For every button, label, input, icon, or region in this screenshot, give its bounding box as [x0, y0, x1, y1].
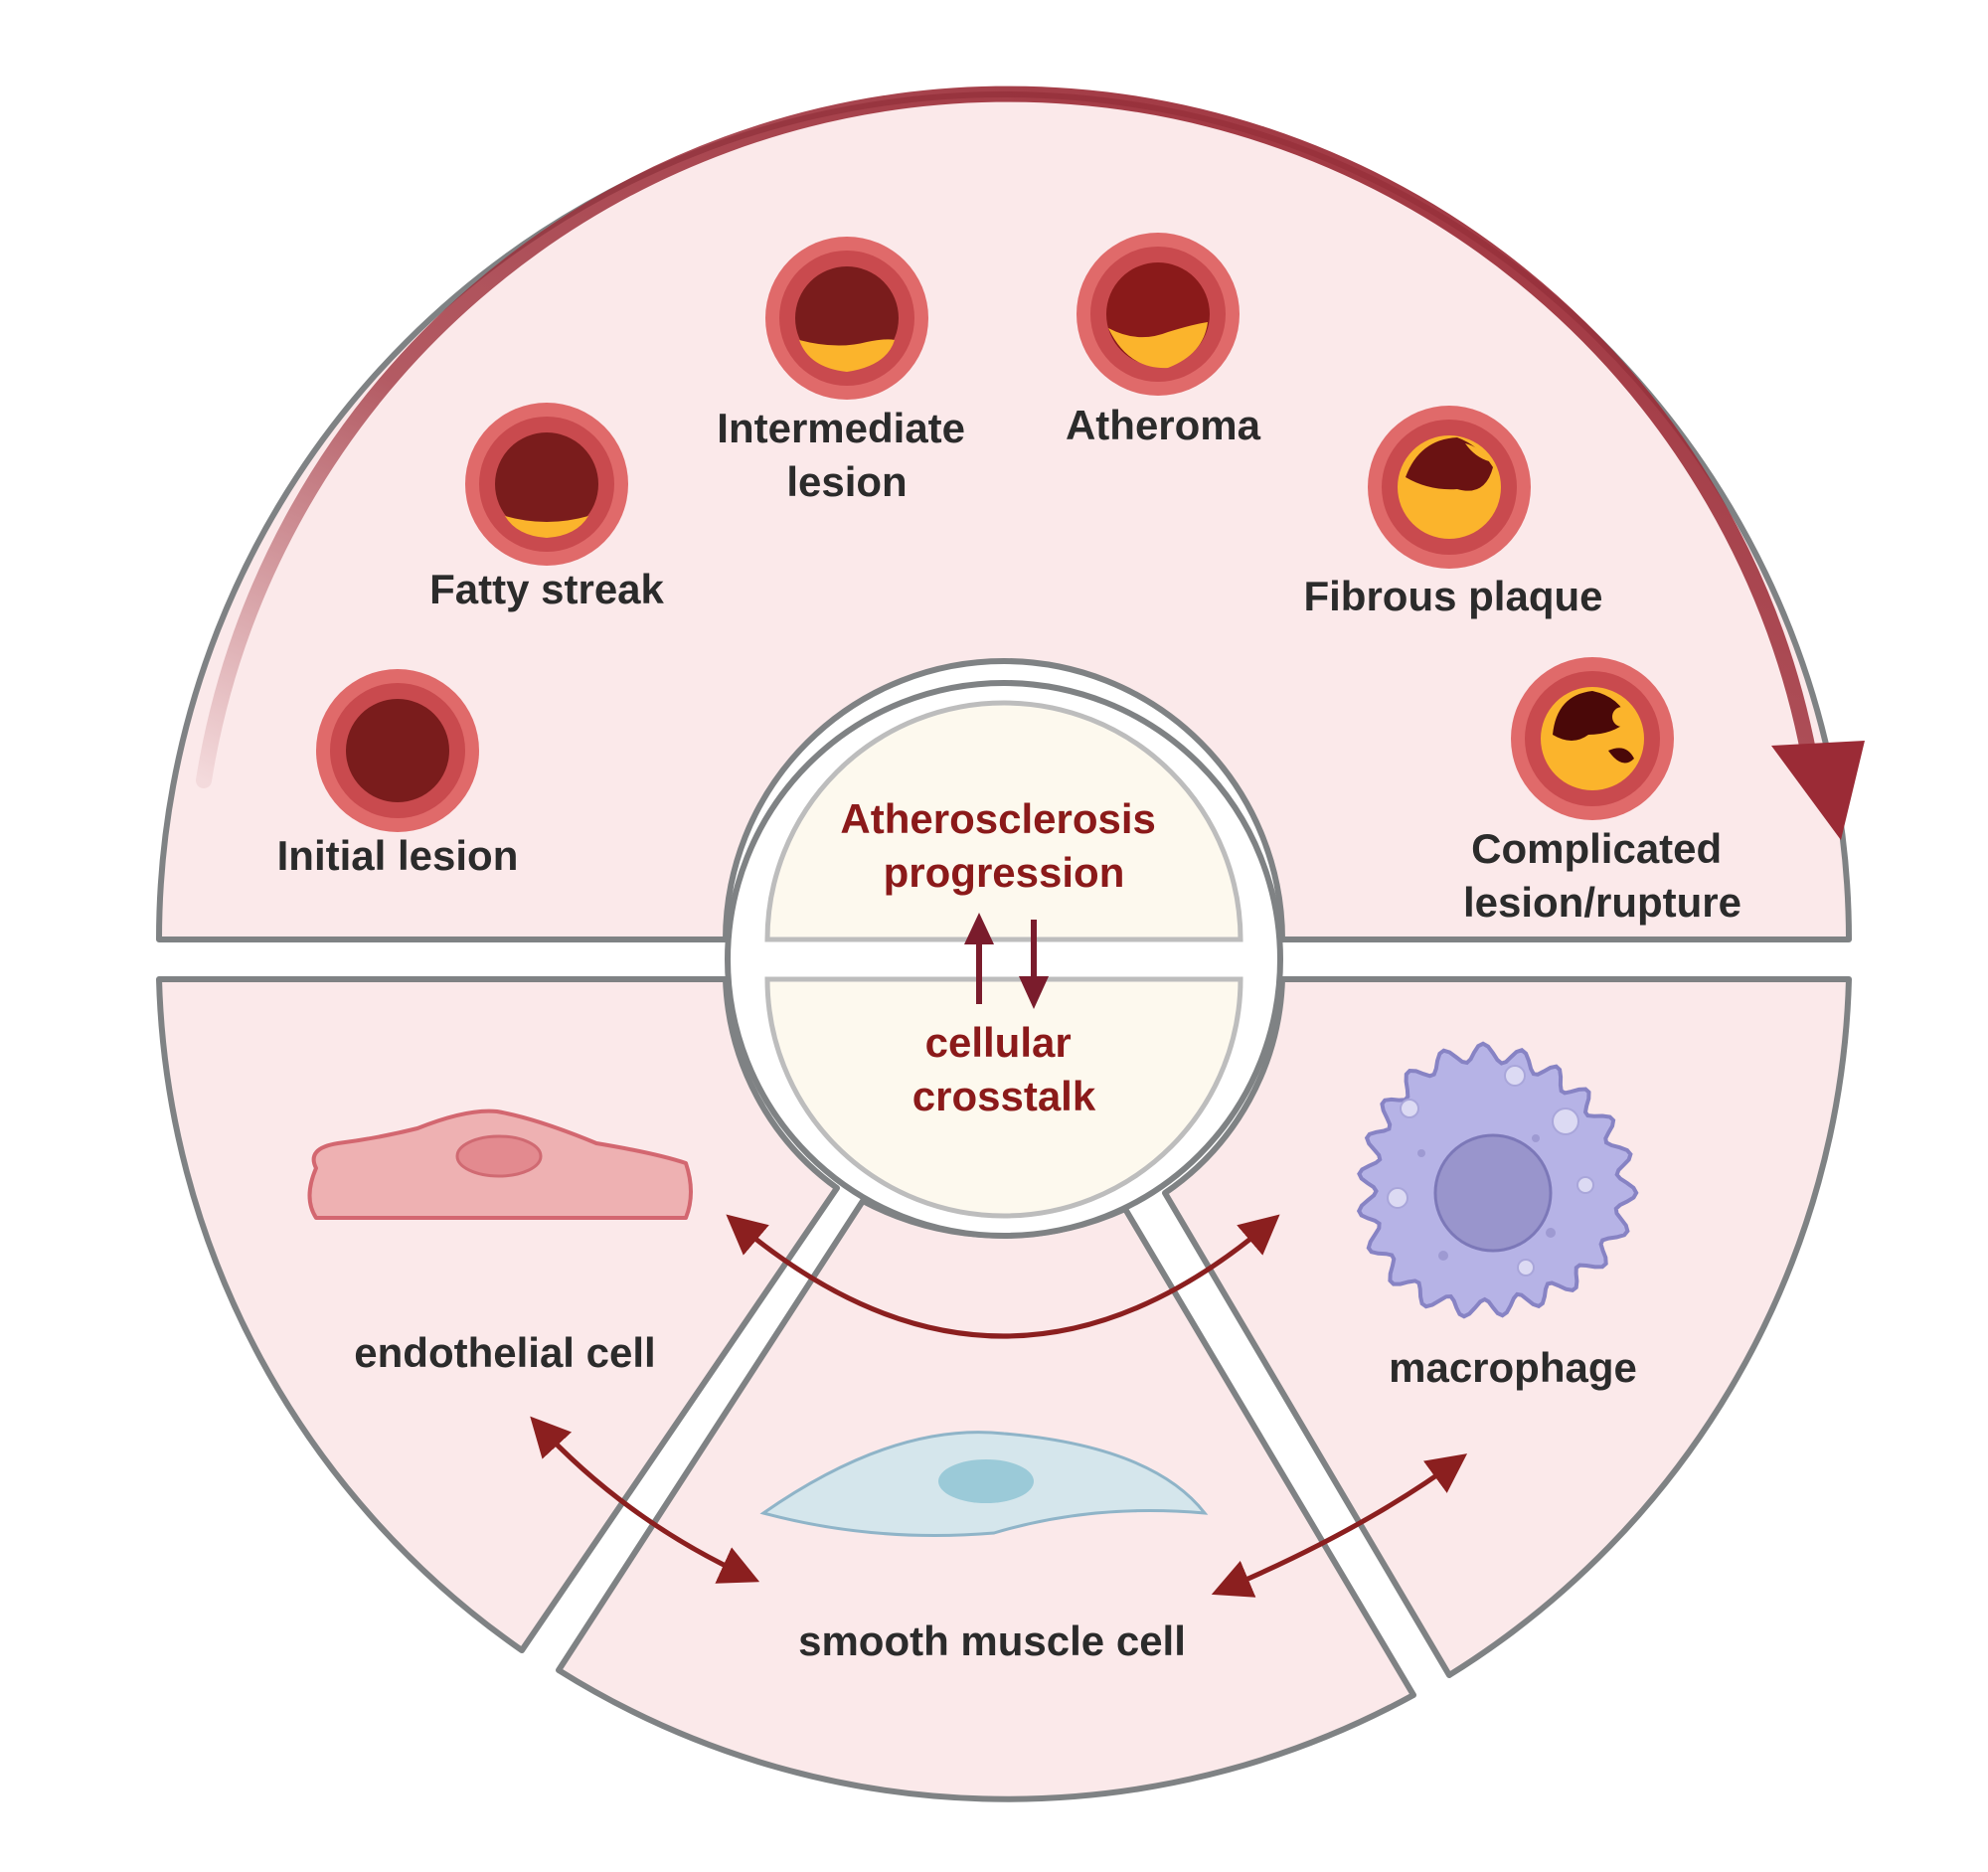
crosstalk-arrow-endothelial-smooth-muscle — [530, 1416, 760, 1584]
center-crosstalk-label: cellular crosstalk — [912, 1019, 1096, 1119]
stage-label-intermediate: Intermediate lesion — [717, 405, 976, 505]
vessel-intermediate-icon — [765, 237, 928, 400]
macrophage-panel — [1162, 976, 1852, 1678]
stage-label-atheroma: Atheroma — [1066, 402, 1261, 448]
progression-arrowhead — [1771, 741, 1865, 840]
stage-label-initial: Initial lesion — [277, 832, 519, 879]
progression-panel — [156, 91, 1852, 942]
stage-label-fibrous-plaque: Fibrous plaque — [1303, 573, 1602, 619]
stage-label-fatty-streak: Fatty streak — [429, 566, 664, 612]
center-top-half — [764, 700, 1243, 942]
center-up-arrow — [964, 913, 994, 1004]
vessel-fatty-streak-icon — [465, 403, 628, 566]
center-progression-label: Atherosclerosis progression — [840, 795, 1167, 896]
endothelial-cell-icon — [307, 1108, 693, 1220]
smooth-muscle-cell-label: smooth muscle cell — [798, 1617, 1186, 1664]
center-down-arrow — [1019, 920, 1049, 1009]
vessel-initial-icon — [316, 669, 479, 832]
smooth-muscle-cell-icon — [759, 1431, 1209, 1537]
macrophage-icon — [1356, 1041, 1639, 1319]
vessel-atheroma-icon — [1077, 233, 1240, 396]
stage-label-complicated: Complicated lesion/rupture — [1463, 825, 1741, 926]
vessel-complicated-icon — [1511, 657, 1674, 820]
endothelial-cell-label: endothelial cell — [354, 1329, 655, 1376]
macrophage-label: macrophage — [1389, 1344, 1637, 1391]
vessel-fibrous-plaque-icon — [1368, 406, 1531, 569]
progression-arrow — [196, 85, 1817, 788]
crosstalk-arrow-endothelial-macrophage — [726, 1214, 1280, 1339]
crosstalk-arrow-smooth-muscle-macrophage — [1211, 1453, 1468, 1598]
